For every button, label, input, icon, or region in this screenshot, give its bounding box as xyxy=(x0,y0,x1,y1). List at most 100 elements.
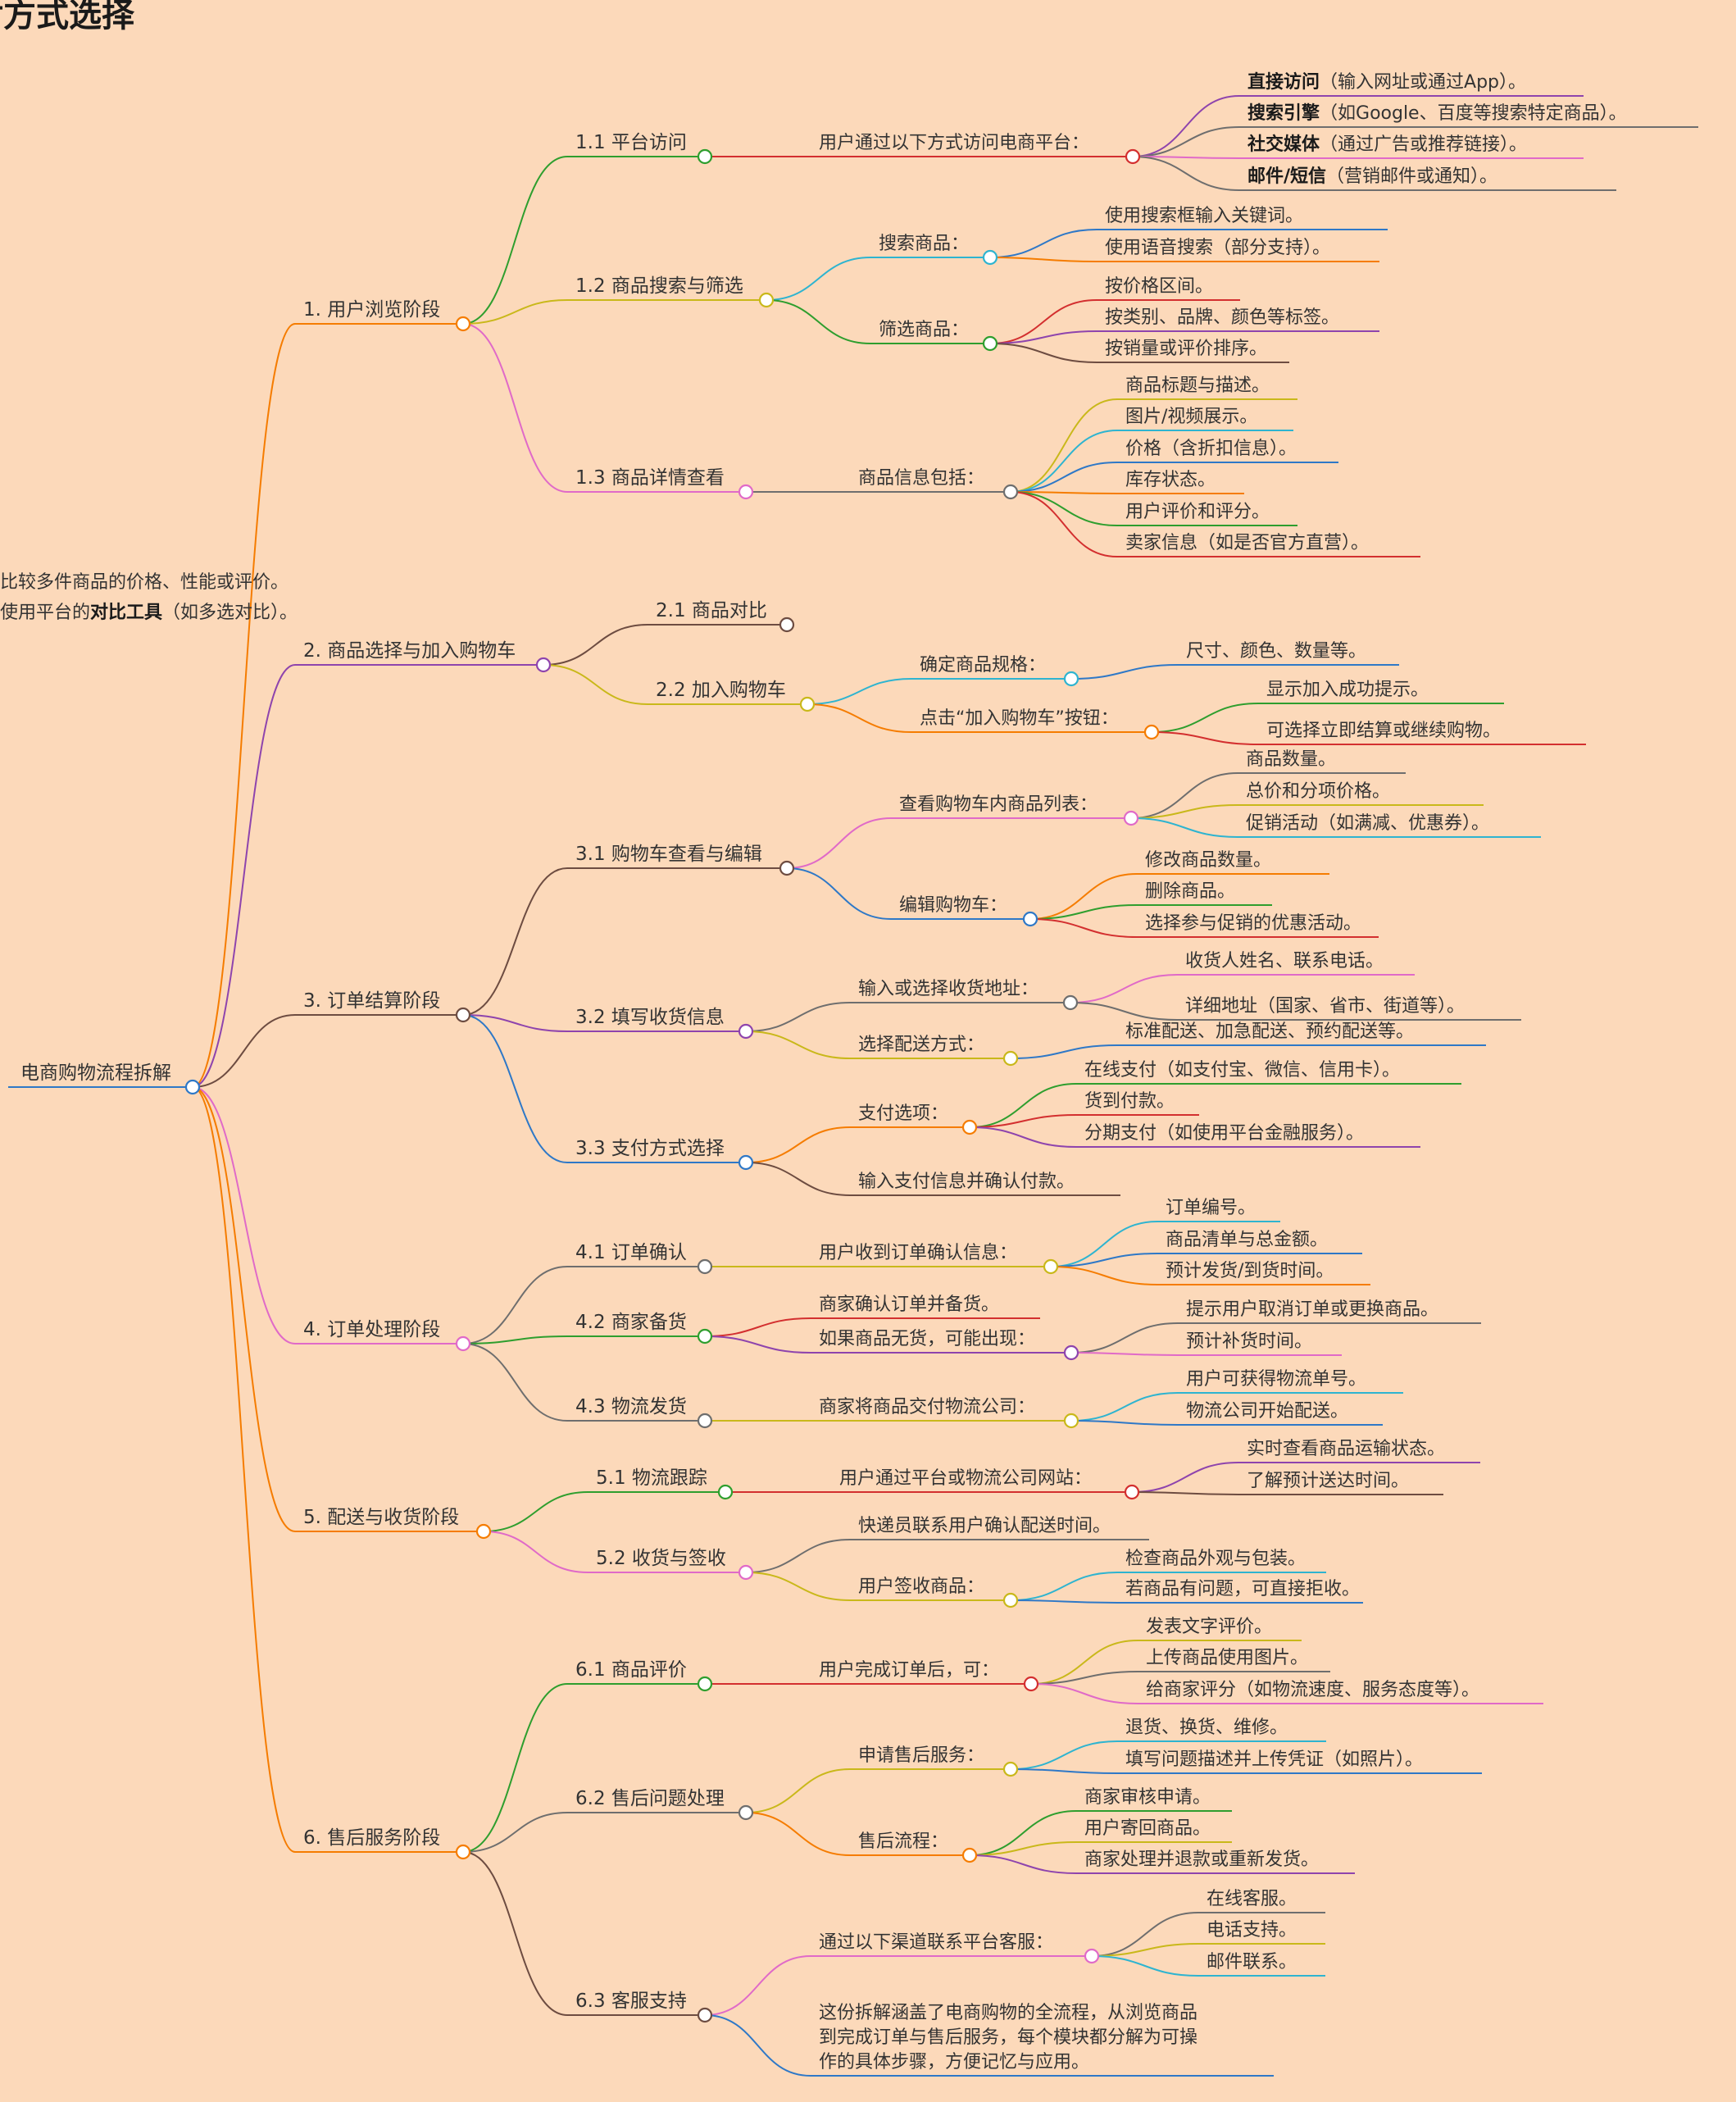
leaf-label: 在线支付（如支付宝、微信、信用卡）。 xyxy=(1084,1060,1400,1081)
step-connector xyxy=(462,867,568,1016)
detail-node-dot[interactable] xyxy=(1062,994,1079,1011)
detail-label: 查看购物车内商品列表： xyxy=(899,794,1097,815)
branch-connector xyxy=(192,664,296,1088)
detail-label: 点击“加入购物车”按钮： xyxy=(920,708,1119,729)
step-node-dot[interactable] xyxy=(697,2007,713,2023)
stage-label: 1. 用户浏览阶段 xyxy=(303,299,440,321)
detail-connector xyxy=(745,1812,851,1856)
detail-label: 使用平台的对比工具（如多选对比）。 xyxy=(0,603,298,623)
stage-node-dot[interactable] xyxy=(455,316,471,332)
leaf-connector xyxy=(989,257,1097,262)
leaf-connector xyxy=(989,299,1097,344)
step-node-dot[interactable] xyxy=(738,1023,754,1040)
detail-node-dot[interactable] xyxy=(1063,1413,1079,1429)
step-node-dot[interactable] xyxy=(697,148,713,165)
detail-node-dot[interactable] xyxy=(1123,810,1139,826)
step-label: 6.3 客服支持 xyxy=(575,1991,687,2012)
stage-node-dot[interactable] xyxy=(535,657,552,673)
leaf-connector xyxy=(1010,1768,1118,1774)
leaf-label: 给商家评分（如物流速度、服务态度等）。 xyxy=(1146,1680,1479,1700)
detail-connector xyxy=(745,1126,851,1163)
stage-node-dot[interactable] xyxy=(475,1523,492,1540)
step-node-dot[interactable] xyxy=(758,292,775,308)
stage-node-dot[interactable] xyxy=(455,1844,471,1860)
leaf-connector xyxy=(969,1841,1077,1856)
step-node-dot[interactable] xyxy=(738,1804,754,1821)
leaf-connector xyxy=(969,1083,1077,1128)
step-node-dot[interactable] xyxy=(779,860,795,876)
leaf-connector xyxy=(969,1126,1077,1148)
detail-node-dot[interactable] xyxy=(1084,1948,1100,1964)
leaf-label: 检查商品外观与包装。 xyxy=(1125,1549,1306,1569)
detail-node-dot[interactable] xyxy=(1143,724,1160,740)
step-label: 3.2 填写收货信息 xyxy=(575,1007,725,1028)
leaf-connector xyxy=(1050,1221,1158,1267)
leaf-connector xyxy=(1091,1912,1199,1957)
leaf-label: 退货、换货、维修。 xyxy=(1125,1718,1288,1738)
leaf-label: 订单编号。 xyxy=(1166,1198,1256,1218)
leaf-connector xyxy=(1030,1683,1138,1704)
leaf-label: 社交媒体（通过广告或推荐链接）。 xyxy=(1247,134,1527,155)
step-node-dot[interactable] xyxy=(738,1564,754,1581)
leaf-connector xyxy=(1010,1740,1118,1770)
detail-node-dot[interactable] xyxy=(1002,1050,1019,1067)
step-node-dot[interactable] xyxy=(697,1258,713,1275)
detail-node-dot[interactable] xyxy=(982,335,998,352)
leaf-label: 商品标题与描述。 xyxy=(1125,375,1270,396)
step-node-dot[interactable] xyxy=(697,1676,713,1692)
leaf-connector xyxy=(1010,398,1118,493)
detail-node-dot[interactable] xyxy=(1002,1761,1019,1777)
branch-connector xyxy=(192,1014,296,1088)
root-node-dot[interactable] xyxy=(184,1079,201,1095)
step-node-dot[interactable] xyxy=(799,696,816,712)
step-connector xyxy=(462,1683,568,1853)
leaf-connector xyxy=(1132,156,1240,191)
step-node-dot[interactable] xyxy=(697,1413,713,1429)
step-label: 3.3 支付方式选择 xyxy=(575,1138,725,1159)
leaf-label: 在线客服。 xyxy=(1207,1889,1297,1909)
step-node-dot[interactable] xyxy=(697,1328,713,1344)
step-node-dot[interactable] xyxy=(717,1484,734,1500)
leaf-connector xyxy=(1070,1392,1179,1422)
detail-node-dot[interactable] xyxy=(1043,1258,1059,1275)
detail-connector xyxy=(807,678,912,705)
detail-node-dot[interactable] xyxy=(1063,671,1079,687)
detail-node-dot[interactable] xyxy=(961,1119,978,1135)
detail-node-dot[interactable] xyxy=(1022,911,1038,927)
detail-node-dot[interactable] xyxy=(1124,1484,1140,1500)
detail-label: 搜索商品： xyxy=(879,234,969,254)
leaf-connector xyxy=(1070,1420,1179,1426)
detail-label: 申请售后服务： xyxy=(858,1745,984,1766)
detail-node-dot[interactable] xyxy=(1125,148,1141,165)
stage-label: 6. 售后服务阶段 xyxy=(303,1827,440,1849)
node-dot-layer xyxy=(184,148,1160,2023)
step-label: 4.3 物流发货 xyxy=(575,1396,687,1417)
stage-node-dot[interactable] xyxy=(455,1007,471,1023)
detail-node-dot[interactable] xyxy=(1002,484,1019,500)
detail-connector xyxy=(745,1162,851,1196)
step-node-dot[interactable] xyxy=(738,1154,754,1171)
detail-connector xyxy=(766,299,871,344)
step-node-dot[interactable] xyxy=(738,484,754,500)
leaf-connector xyxy=(1070,1322,1179,1354)
step-label: 4.1 订单确认 xyxy=(575,1242,687,1263)
leaf-label: 直接访问（输入网址或通过App）。 xyxy=(1247,71,1526,93)
stage-label: 5. 配送与收货阶段 xyxy=(303,1507,459,1528)
detail-connector xyxy=(704,2014,811,2077)
leaf-connector xyxy=(1131,1491,1239,1495)
leaf-connector xyxy=(1010,491,1118,494)
detail-node-dot[interactable] xyxy=(1002,1592,1019,1608)
stage-node-dot[interactable] xyxy=(455,1335,471,1352)
leaf-label: 标准配送、加急配送、预约配送等。 xyxy=(1125,1021,1414,1042)
leaf-connector xyxy=(1132,156,1240,159)
step-connector xyxy=(462,1851,568,2016)
detail-connector xyxy=(745,1539,851,1573)
step-node-dot[interactable] xyxy=(779,616,795,633)
detail-node-dot[interactable] xyxy=(982,249,998,266)
detail-node-dot[interactable] xyxy=(1063,1344,1079,1361)
detail-node-dot[interactable] xyxy=(1023,1676,1039,1692)
detail-connector xyxy=(745,1768,851,1813)
leaf-connector xyxy=(969,1810,1077,1856)
detail-node-dot[interactable] xyxy=(961,1847,978,1863)
step-connector xyxy=(462,156,568,325)
